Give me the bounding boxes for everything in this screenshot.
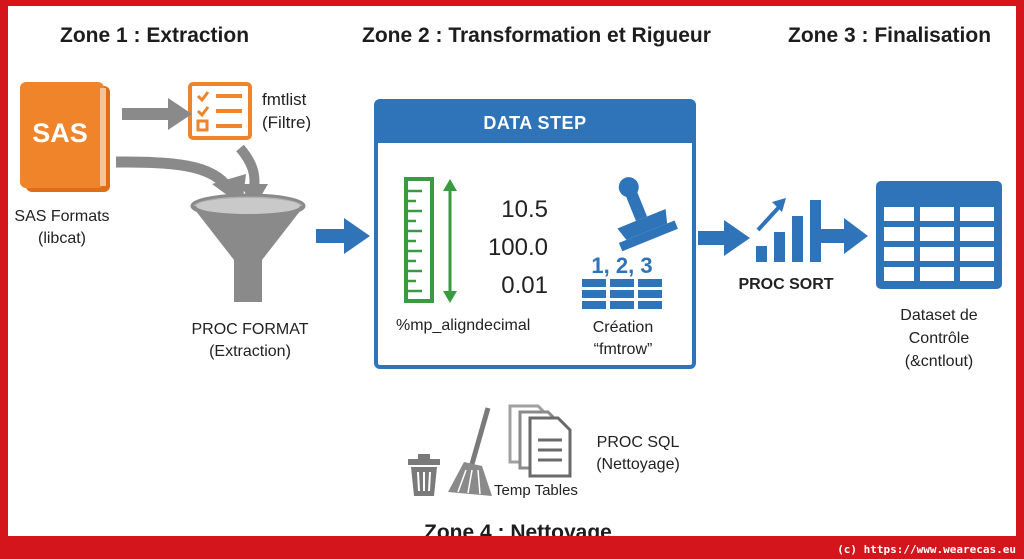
dataset-line3: (&cntlout): [904, 353, 974, 370]
dataset-line1: Dataset de: [900, 307, 978, 324]
credit-text: (c) https://www.wearecas.eu: [837, 543, 1016, 556]
documents-icon: [508, 404, 572, 478]
broom-icon: [448, 407, 492, 496]
creation-line2: “fmtrow”: [593, 341, 653, 358]
sas-formats-line2: (libcat): [37, 230, 86, 247]
bar-chart-icon: [756, 198, 821, 262]
trash-icon: [408, 454, 440, 496]
fmtlist-line1: fmtlist: [262, 90, 307, 109]
checklist-icon: [188, 82, 252, 140]
ruler-icon: [404, 177, 457, 303]
decimal-number-1: 10.5: [501, 196, 548, 223]
proc-format-label: PROC FORMAT (Extraction): [184, 319, 316, 363]
align-decimal-label: %mp_aligndecimal: [396, 317, 531, 334]
arrow-to-proc-sort: [698, 220, 750, 256]
proc-format-line2: (Extraction): [209, 343, 291, 360]
proc-format-line1: PROC FORMAT: [191, 321, 309, 338]
fmtlist-label: fmtlist (Filtre): [262, 88, 311, 134]
data-step-box: DATA STEP 10.5 100.0 0.0: [374, 99, 696, 369]
proc-sql-line1: PROC SQL: [596, 434, 680, 451]
stamp-icon: [617, 177, 678, 252]
dataset-line2: Contrôle: [908, 330, 970, 347]
zone2-title: Zone 2 : Transformation et Rigueur: [362, 24, 711, 47]
diagram-canvas: Zone 1 : Extraction Zone 2 : Transformat…: [8, 6, 1016, 536]
sas-formats-line1: SAS Formats: [14, 208, 110, 225]
stamped-grid-icon: [582, 279, 662, 309]
stamp-numbers: 1, 2, 3: [591, 253, 653, 278]
proc-sort-label: PROC SORT: [738, 276, 834, 293]
fmtlist-line2: (Filtre): [262, 113, 312, 132]
funnel-icon: [190, 193, 306, 302]
decimal-number-2: 100.0: [487, 234, 548, 261]
creation-line1: Création: [592, 319, 654, 336]
temp-tables-label: Temp Tables: [494, 482, 578, 499]
zone3-title: Zone 3 : Finalisation: [788, 24, 992, 47]
sas-book-label: SAS: [32, 118, 88, 148]
dataset-label: Dataset de Contrôle (&cntlout): [878, 304, 1000, 373]
data-step-title: DATA STEP: [378, 103, 692, 143]
sas-formats-label: SAS Formats (libcat): [10, 206, 114, 250]
creation-label: Création “fmtrow”: [578, 317, 668, 361]
zone4-title: Zone 4 : Nettoyage: [424, 521, 612, 536]
arrow-book-to-checklist: [122, 98, 192, 130]
proc-sql-label: PROC SQL (Nettoyage): [582, 432, 694, 476]
zone1-title: Zone 1 : Extraction: [60, 24, 250, 47]
table-grid-icon: [876, 181, 1002, 289]
decimal-number-3: 0.01: [501, 272, 548, 299]
sas-book-icon: SAS: [20, 82, 112, 194]
decimal-numbers: 10.5 100.0 0.01: [470, 191, 548, 305]
arrow-to-dataset: [820, 218, 868, 254]
proc-sql-line2: (Nettoyage): [596, 456, 680, 473]
arrow-to-data-step: [316, 218, 370, 254]
